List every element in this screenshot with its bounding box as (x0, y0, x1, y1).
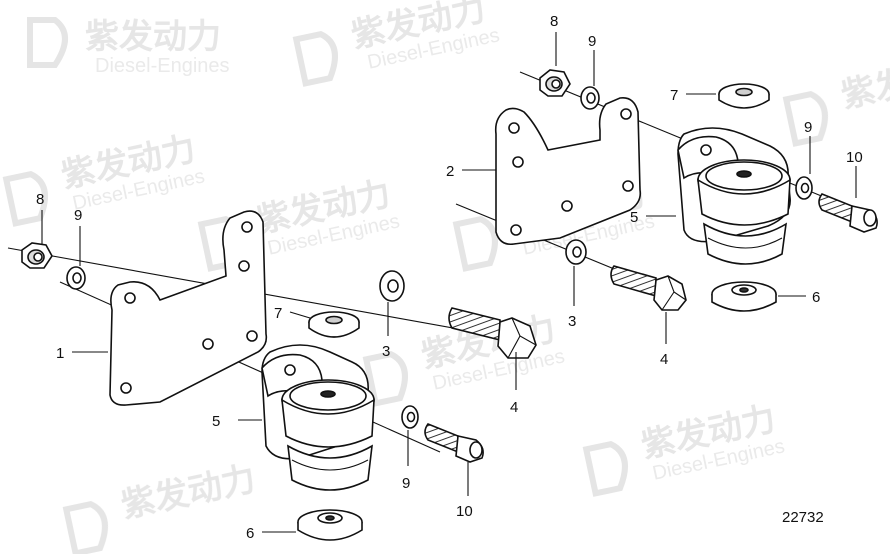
watermark-logo-icon (2, 171, 48, 227)
right-leaders (462, 32, 857, 344)
right-bracket (494, 96, 642, 246)
right-buffer (711, 281, 777, 312)
right-washer-nut (580, 86, 600, 110)
watermark-left-mid: 紫发动力 Diesel-Engines (2, 130, 207, 227)
callout-washer-nut: 9 (588, 33, 596, 50)
right-washer-small (718, 83, 770, 109)
right-washer-socket (795, 176, 813, 200)
callout-nut: 8 (550, 13, 558, 30)
left-washer-nut (66, 266, 86, 290)
right-assembly: 8 9 7 2 5 6 9 10 3 4 (446, 13, 878, 368)
callout-washer-socket: 9 (402, 475, 410, 492)
callout-mount: 5 (212, 413, 220, 430)
right-nut (539, 69, 571, 97)
callout-washer-bolt: 3 (382, 343, 390, 360)
left-washer-bolt (379, 270, 405, 302)
callout-washer-small: 7 (670, 87, 678, 104)
callout-socket-screw: 10 (846, 149, 863, 166)
left-nut (21, 242, 53, 269)
left-assembly: 8 9 1 5 6 7 3 4 9 10 (7, 191, 537, 542)
callout-hex-bolt: 4 (510, 399, 518, 416)
watermark-top-left: 紫发动力 Diesel-Engines (27, 17, 230, 77)
callout-washer-nut: 9 (74, 207, 82, 224)
drawing-number: 22732 (782, 509, 824, 526)
callout-buffer: 6 (246, 525, 254, 542)
callout-hex-bolt: 4 (660, 351, 668, 368)
right-washer-bolt (565, 239, 587, 265)
left-bracket (109, 210, 268, 406)
watermark-bottom-right: 紫发动力 Diesel-Engines (582, 400, 787, 497)
watermark-logo-icon (582, 441, 628, 497)
watermark-brand-en: Diesel-Engines (95, 55, 230, 77)
watermark-logo-icon (782, 91, 828, 147)
watermark-brand-cn: 紫发动力 (118, 460, 259, 525)
left-washer-small (308, 311, 360, 338)
left-mount (261, 344, 375, 491)
right-socket-screw (818, 193, 878, 233)
watermark-brand-cn: 紫发动力 (838, 50, 890, 115)
callout-bracket: 2 (446, 163, 454, 180)
callout-washer-socket: 9 (804, 119, 812, 136)
watermark-logo-icon (362, 351, 408, 407)
right-hex-bolt (610, 265, 687, 311)
watermark-brand-cn: 紫发动力 (85, 18, 221, 56)
callout-buffer: 6 (812, 289, 820, 306)
watermark-logo-icon (292, 31, 338, 87)
callout-washer-small: 7 (274, 305, 282, 322)
right-mount (677, 127, 791, 265)
watermark-logo-icon (62, 501, 108, 554)
watermark-logo-icon (27, 17, 68, 68)
watermark-right-top: 紫发动力 (782, 50, 890, 147)
left-leaders (41, 210, 517, 533)
callout-socket-screw: 10 (456, 503, 473, 520)
callout-nut: 8 (36, 191, 44, 208)
callout-mount: 5 (630, 209, 638, 226)
watermark-bottom-left: 紫发动力 (62, 460, 259, 554)
left-socket-screw (424, 423, 484, 463)
callout-bracket: 1 (56, 345, 64, 362)
watermark-top-mid: 紫发动力 Diesel-Engines (292, 0, 502, 87)
left-buffer (297, 509, 363, 541)
left-hex-bolt (448, 307, 537, 359)
left-washer-socket (401, 405, 419, 429)
watermark-logo-icon (452, 216, 498, 272)
callout-washer-bolt: 3 (568, 313, 576, 330)
